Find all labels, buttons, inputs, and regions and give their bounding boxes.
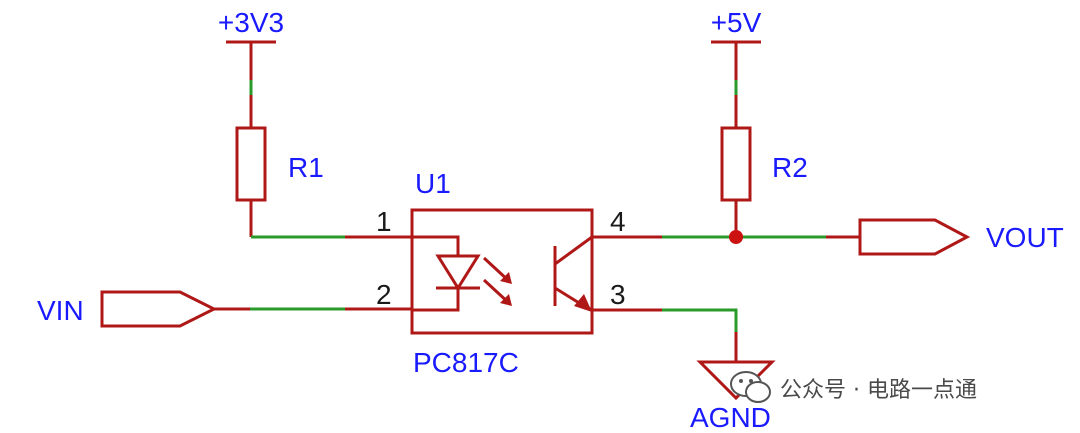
port-vout-symbol xyxy=(858,218,971,256)
power-3v3-label: +3V3 xyxy=(218,7,284,38)
resistor-r2 xyxy=(720,126,752,202)
pin-4-label: 4 xyxy=(610,206,626,237)
port-vout-label: VOUT xyxy=(986,222,1064,253)
phototransistor-symbol xyxy=(553,235,593,312)
power-3v3-symbol xyxy=(226,40,276,128)
ground-agnd-label: AGND xyxy=(690,402,771,433)
pin-1-label: 1 xyxy=(376,206,392,237)
optocoupler-ref-label: U1 xyxy=(415,168,451,199)
pin-3-label: 3 xyxy=(610,279,626,310)
wechat-icon xyxy=(730,371,771,403)
resistor-r1-label: R1 xyxy=(288,152,324,183)
pin-2-label: 2 xyxy=(376,279,392,310)
optocoupler-body xyxy=(410,208,594,335)
power-5v-symbol xyxy=(711,40,761,128)
watermark: 公众号 · 电路一点通 xyxy=(730,371,977,403)
junction-dot xyxy=(729,230,743,244)
watermark-text: 公众号 · 电路一点通 xyxy=(780,378,977,403)
power-5v-label: +5V xyxy=(711,7,762,38)
port-vin-symbol xyxy=(100,290,218,328)
led-symbol xyxy=(412,235,512,312)
port-vin-label: VIN xyxy=(37,295,84,326)
resistor-r2-label: R2 xyxy=(772,152,808,183)
wire-pin3-to-agnd xyxy=(662,308,738,332)
resistor-r1 xyxy=(235,126,267,202)
optocoupler-part-label: PC817C xyxy=(413,347,519,378)
